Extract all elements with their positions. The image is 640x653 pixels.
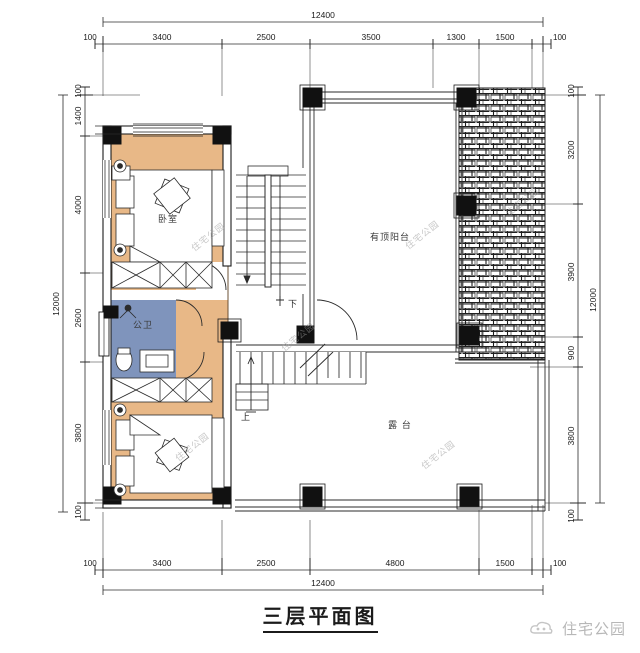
column	[459, 325, 480, 346]
room-label-covered-balcony: 有顶阳台	[370, 231, 410, 243]
stair-lower	[235, 343, 367, 413]
dim-top-seg-6: 100	[553, 33, 567, 42]
column	[302, 486, 323, 507]
dim-bottom-seg-3: 4800	[386, 558, 405, 568]
furniture-bathroom	[115, 304, 175, 373]
dim-right-seg-3: 900	[566, 346, 576, 360]
dim-left-seg-5: 100	[74, 505, 83, 519]
wardrobe	[111, 261, 213, 289]
dimension-labels-right: 100 3200 3900 900 3800 100 12000	[566, 84, 598, 523]
closet	[211, 169, 225, 247]
furniture-bedroom-upper	[111, 159, 225, 289]
column	[212, 126, 231, 145]
shower-icon	[124, 304, 132, 312]
pillow	[115, 175, 135, 209]
dim-top-total: 12400	[311, 10, 335, 20]
dim-left-seg-4: 3800	[73, 423, 83, 442]
pillow	[115, 213, 135, 247]
dim-bottom-seg-2: 2500	[257, 558, 276, 568]
dim-right-seg-2: 3900	[566, 262, 576, 281]
dim-right-seg-0: 100	[567, 84, 576, 98]
dim-top-seg-1: 3400	[153, 32, 172, 42]
dim-left-total: 12000	[51, 292, 61, 316]
column	[296, 325, 315, 344]
balcony-railings	[235, 91, 550, 512]
dim-right-seg-5: 100	[567, 509, 576, 523]
window-left-lower	[103, 410, 111, 465]
dim-bottom-seg-4: 1500	[496, 558, 515, 568]
room-label-bathroom: 公卫	[133, 320, 153, 331]
dim-top-seg-2: 2500	[257, 32, 276, 42]
column	[103, 126, 122, 145]
column	[456, 195, 477, 216]
dim-left-seg-1: 1400	[73, 106, 83, 125]
dim-bottom-total: 12400	[311, 578, 335, 588]
dim-right-total: 12000	[588, 288, 598, 312]
closet	[211, 417, 225, 489]
tiled-roof-area	[458, 87, 546, 361]
structural-columns	[103, 84, 483, 510]
pillow	[115, 455, 135, 487]
dim-top-seg-5: 1500	[496, 32, 515, 42]
dim-top-seg-4: 1300	[447, 32, 466, 42]
column	[212, 486, 231, 505]
column	[456, 87, 477, 108]
column	[302, 87, 323, 108]
drawing-title: 三层平面图	[0, 600, 640, 633]
dimension-labels-bottom: 100 3400 2500 4800 1500 100 12400	[83, 558, 567, 588]
dimension-labels-top: 12400 100 3400 2500 3500 1300 1500 100	[83, 10, 567, 42]
dim-bottom-seg-0: 100	[83, 559, 97, 568]
dim-bottom-seg-1: 3400	[153, 558, 172, 568]
column	[459, 486, 480, 507]
room-label-bedroom-upper: 卧室	[158, 213, 178, 225]
corner-ticks	[95, 125, 130, 509]
window-bathroom	[98, 311, 110, 357]
brand-name: 住宅公园	[561, 620, 626, 638]
stair-upper	[236, 165, 306, 306]
stair-down-label: 下	[288, 300, 297, 310]
dimension-chain-top	[94, 17, 552, 96]
drawing-title-text: 三层平面图	[262, 604, 378, 633]
room-label-terrace: 露 台	[388, 419, 412, 431]
dimension-labels-left: 12000 100 1400 4000 2600 3800 100	[51, 84, 83, 519]
dim-right-seg-1: 3200	[566, 140, 576, 159]
cloud-logo-icon	[530, 621, 553, 634]
dim-bottom-seg-5: 100	[553, 559, 567, 568]
dimension-chain-bottom	[94, 505, 552, 595]
window-top	[133, 123, 203, 137]
dim-top-seg-0: 100	[83, 33, 97, 42]
dim-left-seg-3: 2600	[73, 308, 83, 327]
brand-logo: 住宅公园	[529, 618, 626, 639]
window-left-upper	[103, 160, 111, 218]
column	[103, 305, 119, 319]
dim-left-seg-2: 4000	[73, 195, 83, 214]
dim-left-seg-0: 100	[74, 84, 83, 98]
wardrobe	[111, 377, 213, 403]
stair-up-label: 上	[241, 412, 250, 423]
column	[220, 321, 239, 340]
dimension-chain-right	[530, 86, 605, 521]
furniture-bedroom-lower	[111, 377, 225, 497]
dim-right-seg-4: 3800	[566, 426, 576, 445]
dim-top-seg-3: 3500	[362, 32, 381, 42]
